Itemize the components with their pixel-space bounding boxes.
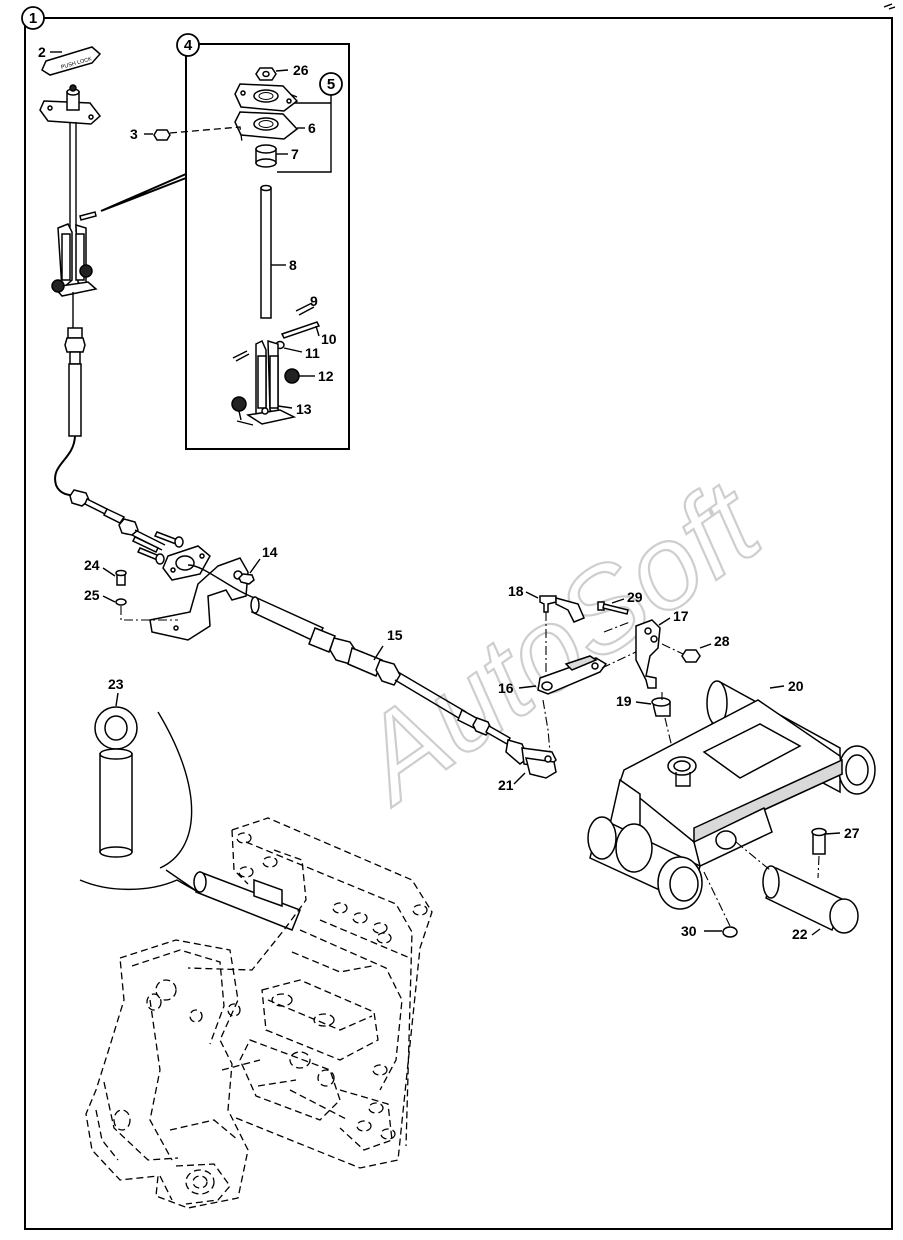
outer-frame <box>24 17 893 1230</box>
coupling-frame-assembly: 20 27 22 30 <box>587 678 876 942</box>
cable-bracket-assembly: 14 15 21 24 25 <box>84 531 557 793</box>
svg-text:4: 4 <box>184 37 193 54</box>
callout-25: 25 <box>84 587 100 603</box>
callout-23: 23 <box>108 676 124 692</box>
callout-27: 27 <box>844 825 860 841</box>
callout-10: 10 <box>321 331 337 347</box>
callout-14: 14 <box>262 544 278 560</box>
callout-17: 17 <box>673 608 689 624</box>
callout-24: 24 <box>84 557 100 573</box>
callout-7: 7 <box>291 146 299 162</box>
callout-3: 3 <box>130 126 138 142</box>
callout-26: 26 <box>293 62 309 78</box>
group-marker-1: 1 <box>21 6 45 30</box>
linkage-assembly: 18 16 29 17 28 19 <box>498 583 730 761</box>
corner-mark <box>883 3 896 10</box>
callout-6: 6 <box>308 120 316 136</box>
callout-9: 9 <box>310 293 318 309</box>
callout-16: 16 <box>498 680 514 696</box>
callout-11: 11 <box>305 345 320 361</box>
callout-2: 2 <box>38 44 46 60</box>
control-handle-assembly: PUSH LOCK 2 3 <box>38 44 243 551</box>
callout-15: 15 <box>387 627 403 643</box>
svg-text:5: 5 <box>327 76 335 93</box>
callout-28: 28 <box>714 633 730 649</box>
callout-29: 29 <box>627 589 643 605</box>
detail-23: 23 <box>79 676 199 893</box>
callout-22: 22 <box>792 926 808 942</box>
callout-19: 19 <box>616 693 632 709</box>
callout-30: 30 <box>681 923 697 939</box>
svg-text:1: 1 <box>29 10 37 27</box>
callout-12: 12 <box>318 368 334 384</box>
hitch-housing-ghost <box>85 817 433 1209</box>
callout-20: 20 <box>788 678 804 694</box>
inset-detail-4: 4 5 26 6 7 8 9 <box>100 33 350 450</box>
callout-8: 8 <box>289 257 297 273</box>
callout-21: 21 <box>498 777 514 793</box>
callout-13: 13 <box>296 401 312 417</box>
callout-18: 18 <box>508 583 524 599</box>
